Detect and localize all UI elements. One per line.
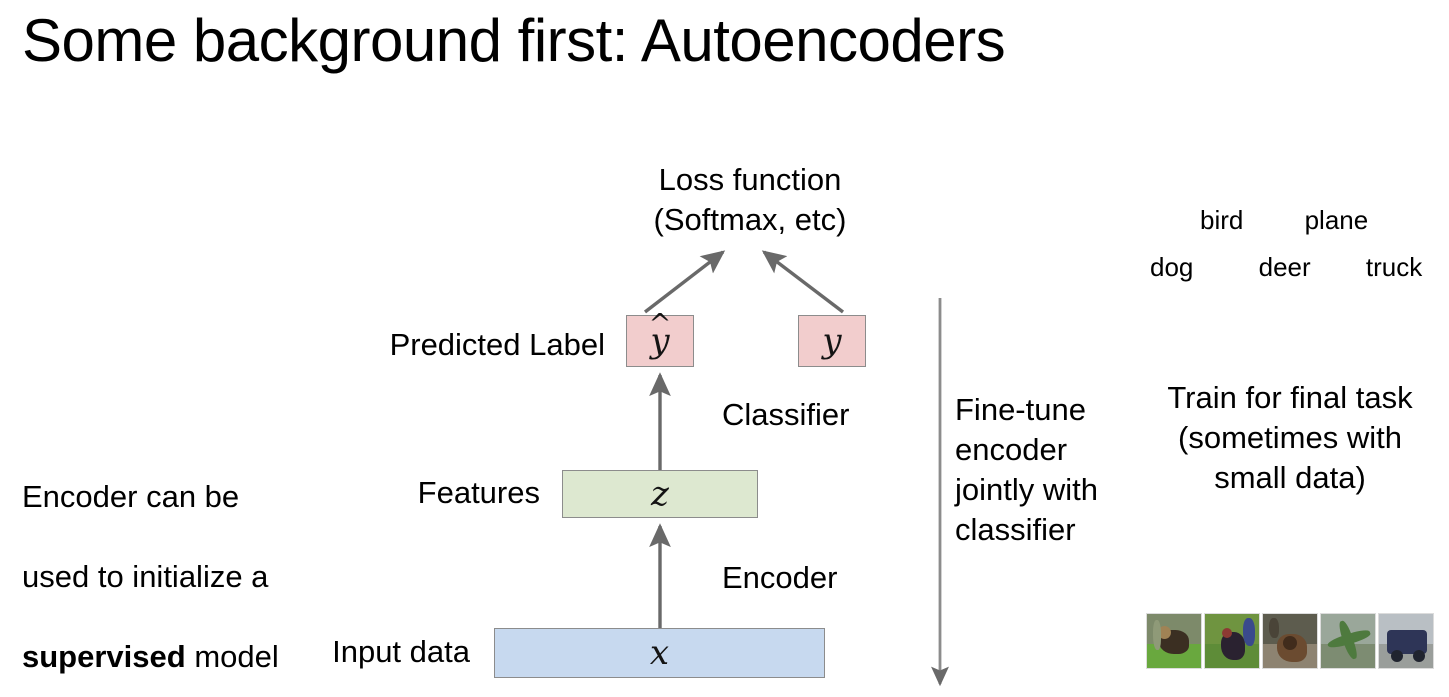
thumbnail-truck (1378, 613, 1434, 669)
left-note-line-1: Encoder can be (22, 479, 240, 514)
class-label-deer: deer (1258, 252, 1311, 282)
left-note-line-2: used to initialize a (22, 559, 269, 594)
y-hat-symbol: ^ y (649, 311, 672, 361)
class-labels-row-2: dog deer truck (1150, 250, 1449, 284)
left-note-bold-word: supervised (22, 639, 186, 674)
thumbnail-dog (1146, 613, 1202, 669)
y-symbol: y (822, 321, 842, 361)
y-hat-node: ^ y (626, 311, 694, 367)
thumbnail-strip (1146, 613, 1434, 669)
class-labels-row-1: bird plane (1150, 203, 1440, 237)
left-note-line-3-tail: model (185, 639, 279, 674)
finetune-note: Fine-tune encoder jointly with classifie… (955, 392, 1098, 547)
class-label-bird: bird (1200, 205, 1244, 235)
y-node: y (798, 315, 866, 367)
thumbnail-deer (1262, 613, 1318, 669)
predicted-label-text: Predicted Label (389, 327, 605, 362)
classifier-label: Classifier (722, 397, 850, 432)
x-symbol: x (649, 633, 670, 673)
train-final-task-note: Train for final task (sometimes with sma… (1167, 380, 1413, 495)
x-node: x (494, 628, 825, 678)
class-label-plane: plane (1304, 205, 1369, 235)
class-label-dog: dog (1150, 252, 1194, 282)
left-note-line-3: supervised model (22, 637, 322, 677)
page-title: Some background first: Autoencoders (22, 7, 1006, 74)
y-hat-letter: y (650, 321, 670, 361)
hat-accent-icon: ^ (648, 309, 672, 341)
z-symbol: z (651, 474, 669, 514)
left-note: Encoder can be used to initialize a supe… (22, 437, 322, 697)
class-label-truck: truck (1365, 252, 1423, 282)
input-data-label: Input data (332, 634, 470, 669)
thumbnail-bird (1204, 613, 1260, 669)
encoder-label: Encoder (722, 560, 838, 595)
thumbnail-plane (1320, 613, 1376, 669)
loss-function-label: Loss function (Softmax, etc) (653, 162, 847, 237)
z-node: z (562, 470, 758, 518)
arrow-yhat-to-loss (643, 250, 726, 314)
arrow-y-to-loss (761, 250, 845, 314)
features-label: Features (417, 475, 540, 510)
